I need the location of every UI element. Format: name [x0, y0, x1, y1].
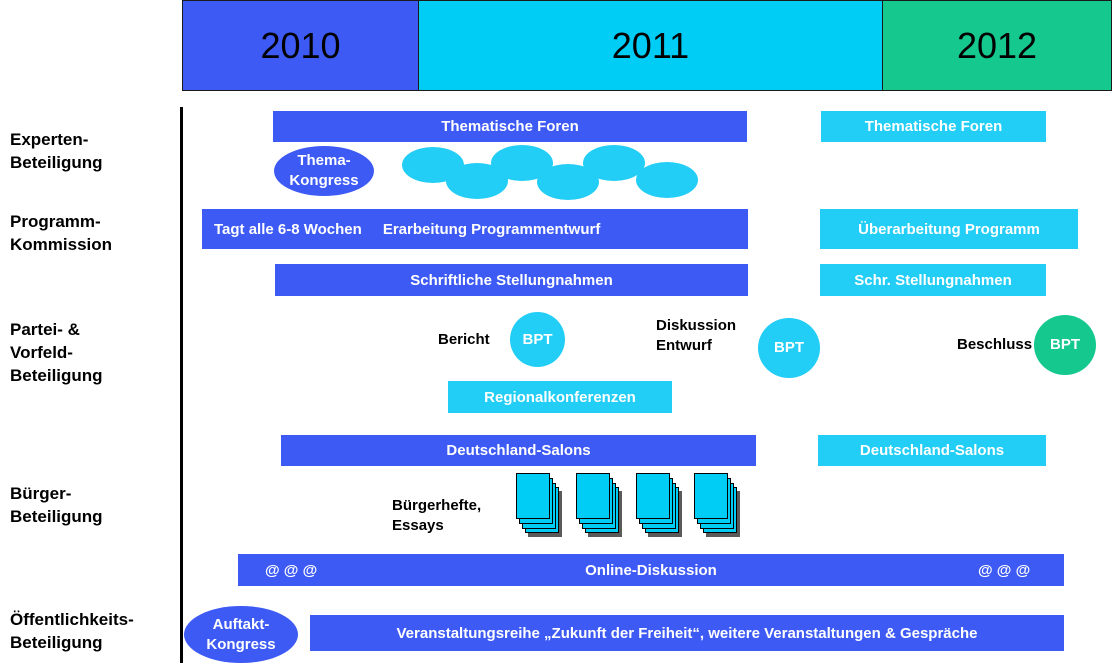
bar-regionalkonferenzen: Regionalkonferenzen	[448, 381, 672, 413]
year-2010: 2010	[182, 0, 419, 91]
bar-deutschland-salons: Deutschland-Salons	[281, 435, 756, 466]
row-label-partei: Partei- & Vorfeld- Beteiligung	[10, 320, 103, 385]
forum-ellipse	[636, 162, 698, 198]
bar-deutschland-salons-2012: Deutschland-Salons	[818, 435, 1046, 466]
bar-thematische-foren-2012: Thematische Foren	[821, 111, 1046, 142]
bar-thematische-foren: Thematische Foren	[273, 111, 747, 142]
bpt-2011: BPT	[758, 318, 820, 378]
document-stack-icon	[636, 473, 684, 547]
ellipse-thema-kongress: Thema- Kongress	[274, 146, 374, 196]
bpt-2012: BPT	[1034, 315, 1096, 375]
document-stack-icon	[576, 473, 624, 547]
ellipse-auftakt-kongress: Auftakt- Kongress	[184, 606, 298, 663]
forum-ellipse	[583, 145, 645, 181]
row-label-experten: Experten- Beteiligung	[10, 130, 103, 172]
bar-ueberarbeitung: Überarbeitung Programm	[820, 209, 1078, 249]
online-at-right: @ @ @	[978, 561, 1031, 579]
online-at-left: @ @ @	[265, 561, 318, 579]
year-2011: 2011	[418, 0, 883, 91]
bpt-2010: BPT	[510, 312, 565, 367]
bar-schr-2012: Schr. Stellungnahmen	[820, 264, 1046, 296]
row-label-oeffentlich: Öffentlichkeits- Beteiligung	[10, 610, 134, 652]
label-beschluss: Beschluss	[957, 336, 1033, 353]
bar-online-diskussion: @ @ @ Online-Diskussion @ @ @	[238, 554, 1064, 586]
bar-erarbeitung-text: Erarbeitung Programmentwurf	[382, 220, 601, 238]
row-label-buerger: Bürger- Beteiligung	[10, 484, 103, 526]
label-diskussion: Diskussion Entwurf	[656, 317, 737, 354]
document-stack-icon	[516, 473, 564, 547]
document-stack-icon	[694, 473, 742, 547]
label-buergerhefte: Bürgerhefte, Essays	[392, 497, 482, 534]
bar-tagt-text: Tagt alle 6-8 Wochen	[214, 220, 362, 238]
bar-schriftliche: Schriftliche Stellungnahmen	[275, 264, 748, 296]
row-label-programm: Programm- Kommission	[10, 212, 113, 254]
bar-veranstaltungsreihe: Veranstaltungsreihe „Zukunft der Freihei…	[310, 615, 1064, 651]
online-diskussion-label: Online-Diskussion	[585, 561, 717, 579]
label-bericht: Bericht	[438, 331, 490, 348]
bar-programm-kommission: Tagt alle 6-8 Wochen Erarbeitung Program…	[202, 209, 748, 249]
year-2012: 2012	[882, 0, 1112, 91]
timeline-axis	[180, 107, 183, 663]
